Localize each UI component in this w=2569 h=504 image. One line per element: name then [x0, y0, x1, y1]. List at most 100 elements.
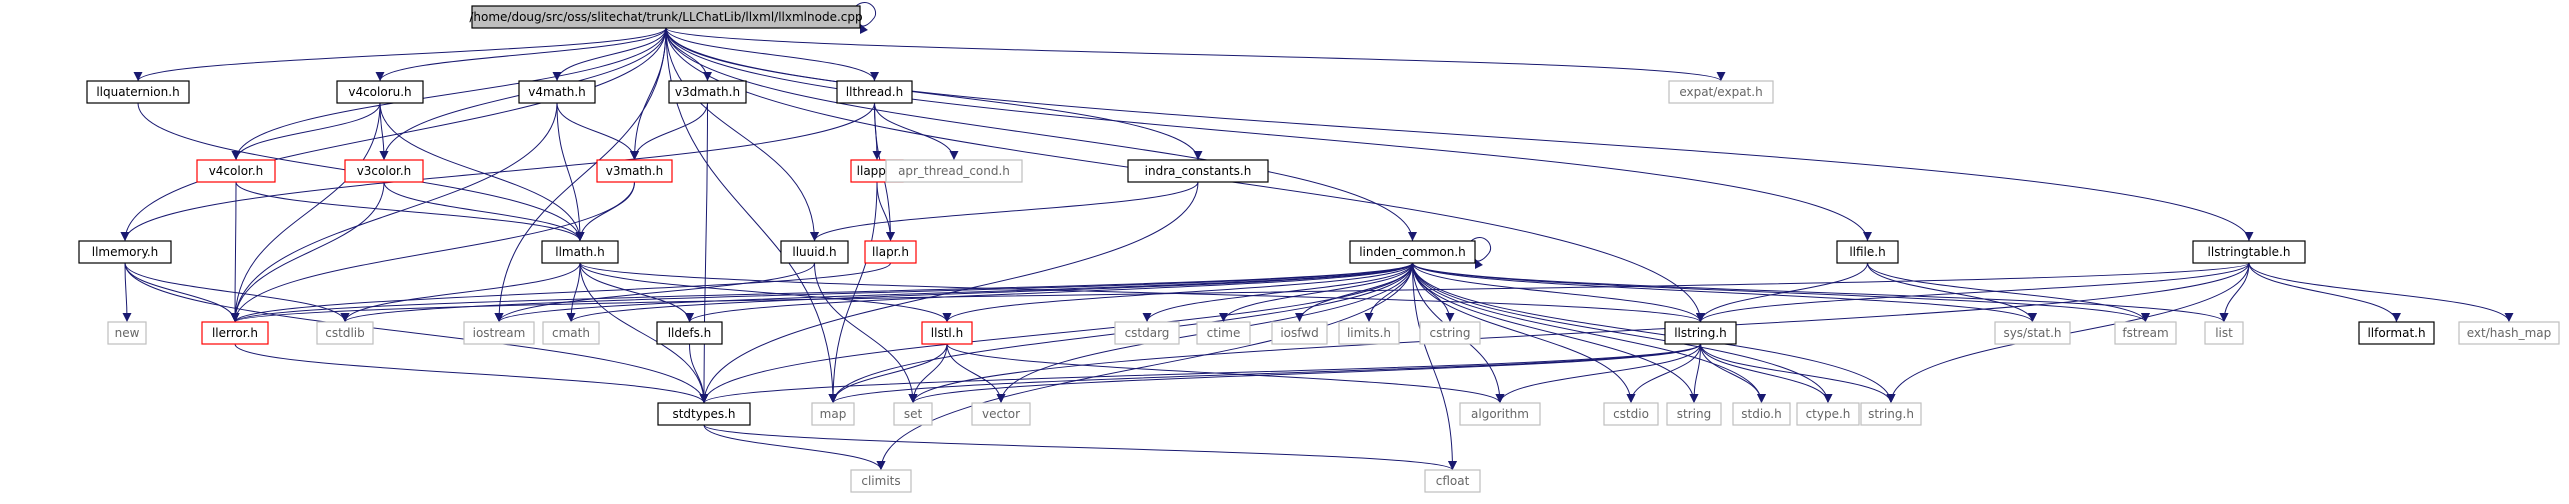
node-list: list	[2204, 321, 2244, 345]
node-llformat[interactable]: llformat.h	[2358, 321, 2435, 345]
node-llmath[interactable]: llmath.h	[541, 240, 619, 264]
edge-llstringtable-to-set	[908, 262, 2250, 404]
edge-llstringtable-to-llerror	[231, 262, 2250, 323]
node-indra[interactable]: indra_constants.h	[1127, 159, 1269, 183]
node-ctime-box	[1196, 321, 1251, 345]
node-v3dmath-box	[668, 80, 747, 104]
node-indra-label: indra_constants.h	[1145, 164, 1252, 178]
node-ctime: ctime	[1196, 321, 1251, 345]
node-algorithm: algorithm	[1459, 402, 1541, 426]
node-climits-box	[850, 469, 912, 493]
node-lldefs[interactable]: lldefs.h	[656, 321, 723, 345]
node-llthread[interactable]: llthread.h	[836, 80, 913, 104]
node-v3math-label: v3math.h	[606, 164, 664, 178]
node-llmemory[interactable]: llmemory.h	[78, 240, 172, 264]
node-llfile[interactable]: llfile.h	[1836, 240, 1899, 264]
node-v4coloru-box	[336, 80, 424, 104]
edge-stdtypes-to-climits	[703, 424, 886, 471]
node-v3dmath-label: v3dmath.h	[675, 85, 740, 99]
node-v3math[interactable]: v3math.h	[596, 159, 673, 183]
edge-lindencommon-to-ctype	[1412, 262, 1833, 404]
node-root[interactable]: /home/doug/src/oss/slitechat/trunk/LLCha…	[469, 5, 863, 29]
edge-v4coloru-to-v3color	[379, 102, 389, 161]
node-map-box	[811, 402, 855, 426]
edge-root-to-llmemory	[120, 27, 667, 242]
node-algorithm-label: algorithm	[1471, 407, 1529, 421]
node-llstl-label: llstl.h	[931, 326, 963, 340]
node-cstdarg-label: cstdarg	[1125, 326, 1170, 340]
node-stdio: stdio.h	[1732, 402, 1791, 426]
node-stdtypes[interactable]: stdtypes.h	[657, 402, 751, 426]
node-llapr-label: llapr.h	[872, 245, 909, 259]
node-llapr[interactable]: llapr.h	[864, 240, 917, 264]
edge-indra-to-lluuid	[810, 181, 1199, 242]
edge-llstring-to-stdio	[1700, 343, 1766, 404]
node-cfloat: cfloat	[1424, 469, 1481, 493]
edge-v4math-to-v3math	[556, 102, 639, 161]
node-cstdarg: cstdarg	[1114, 321, 1180, 345]
node-v4color[interactable]: v4color.h	[196, 159, 276, 183]
node-cstdlib: cstdlib	[316, 321, 374, 345]
edge-llfile-to-llstring	[1696, 262, 1868, 323]
node-root-label: /home/doug/src/oss/slitechat/trunk/LLCha…	[469, 10, 862, 24]
node-iostream-label: iostream	[473, 326, 526, 340]
node-vector: vector	[971, 402, 1031, 426]
node-iosfwd: iosfwd	[1271, 321, 1328, 345]
edge-root-to-llstringtable	[665, 27, 2254, 242]
edge-llstring-to-algorithm	[1495, 343, 1701, 404]
node-v4color-label: v4color.h	[209, 164, 264, 178]
node-expat-label: expat/expat.h	[1679, 85, 1762, 99]
node-stdio-box	[1732, 402, 1791, 426]
node-v4math[interactable]: v4math.h	[518, 80, 596, 104]
node-cstring-box	[1419, 321, 1481, 345]
node-v4coloru-label: v4coloru.h	[348, 85, 411, 99]
edge-llapp-to-llapr	[876, 181, 895, 242]
edge-lindencommon-to-llerror	[230, 262, 1413, 323]
node-llmemory-box	[78, 240, 172, 264]
edge-llstring-to-set	[908, 343, 1701, 404]
node-lindencommon[interactable]: linden_common.h	[1349, 240, 1476, 264]
node-v4coloru[interactable]: v4coloru.h	[336, 80, 424, 104]
edge-root-to-lindencommon	[665, 27, 1417, 242]
node-iosfwd-label: iosfwd	[1280, 326, 1318, 340]
node-llmemory-label: llmemory.h	[92, 245, 159, 259]
edge-llstringtable-to-list	[2219, 262, 2250, 323]
node-expat: expat/expat.h	[1668, 80, 1774, 104]
edge-lluuid-to-iostream	[494, 262, 815, 323]
node-v4math-box	[518, 80, 596, 104]
node-fstream-label: fstream	[2122, 326, 2168, 340]
node-cstring-label: cstring	[1429, 326, 1470, 340]
node-llstl[interactable]: llstl.h	[921, 321, 973, 345]
node-v3color[interactable]: v3color.h	[344, 159, 424, 183]
node-llstringtable[interactable]: llstringtable.h	[2192, 240, 2306, 264]
edge-lindencommon-to-llstring	[1412, 262, 1705, 323]
edge-llstring-to-stringh	[1700, 343, 1896, 404]
node-v3math-box	[596, 159, 673, 183]
node-fstream: fstream	[2114, 321, 2177, 345]
node-llstl-box	[921, 321, 973, 345]
node-v4math-label: v4math.h	[528, 85, 586, 99]
node-set: set	[893, 402, 933, 426]
node-lluuid[interactable]: lluuid.h	[780, 240, 849, 264]
node-llerror[interactable]: llerror.h	[201, 321, 269, 345]
node-llmath-box	[541, 240, 619, 264]
node-string: string	[1666, 402, 1722, 426]
node-v3dmath[interactable]: v3dmath.h	[668, 80, 747, 104]
edge-llfile-to-sysstat	[1867, 262, 2037, 323]
edge-lindencommon-to-cstdio	[1412, 262, 1636, 404]
node-cstdio-label: cstdio	[1613, 407, 1649, 421]
edge-v4coloru-to-llerror	[230, 102, 381, 323]
node-sysstat-box	[1994, 321, 2071, 345]
node-llquaternion-box	[86, 80, 190, 104]
edge-llstring-to-map	[828, 343, 1701, 404]
node-llfile-label: llfile.h	[1849, 245, 1885, 259]
node-aprthreadcond: apr_thread_cond.h	[885, 159, 1023, 183]
node-llquaternion[interactable]: llquaternion.h	[86, 80, 190, 104]
edge-llstl-to-map	[828, 343, 948, 404]
node-llstring[interactable]: llstring.h	[1664, 321, 1737, 345]
edge-llmemory-to-new	[122, 262, 132, 323]
node-llapr-box	[864, 240, 917, 264]
node-fstream-box	[2114, 321, 2177, 345]
edge-v3math-to-llerror	[230, 181, 635, 323]
edge-lindencommon-to-lldefs	[685, 262, 1413, 323]
